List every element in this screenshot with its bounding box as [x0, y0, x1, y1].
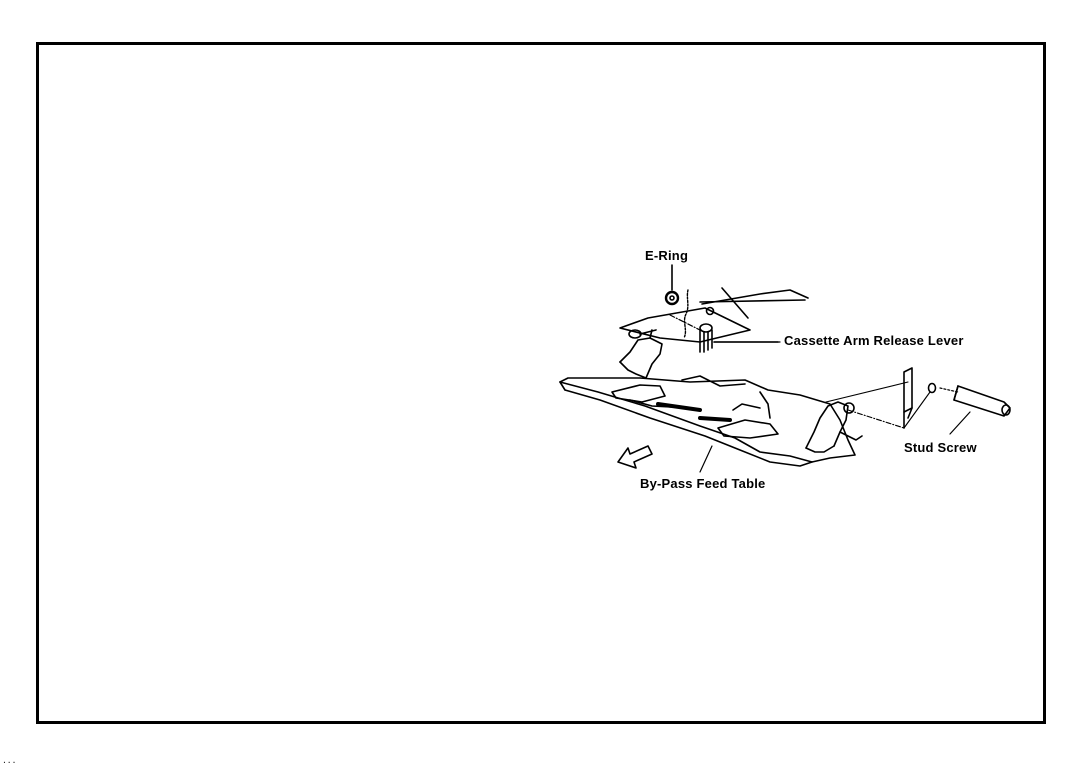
cassette-arm-release-lever-label: Cassette Arm Release Lever: [784, 333, 964, 348]
cassette-arm-release-lever-part: [700, 324, 778, 352]
removal-direction-arrow: [618, 446, 652, 468]
tray-guides: [612, 376, 778, 438]
e-ring-part: [666, 265, 678, 304]
stud-screw-alignment-lines: [826, 382, 930, 428]
stud-screw-leader-line: [950, 412, 970, 434]
by-pass-feed-table-label: By-Pass Feed Table: [640, 476, 765, 491]
page-footer-mark: ...: [2, 758, 16, 766]
cable: [684, 290, 688, 338]
upper-plate: [620, 288, 808, 342]
stud-screw-part: [904, 368, 1010, 428]
stud-screw-label: Stud Screw: [904, 440, 977, 455]
feed-table-tray: [560, 378, 855, 466]
feed-table-leader-line: [700, 446, 712, 472]
e-ring-label: E-Ring: [645, 248, 688, 263]
